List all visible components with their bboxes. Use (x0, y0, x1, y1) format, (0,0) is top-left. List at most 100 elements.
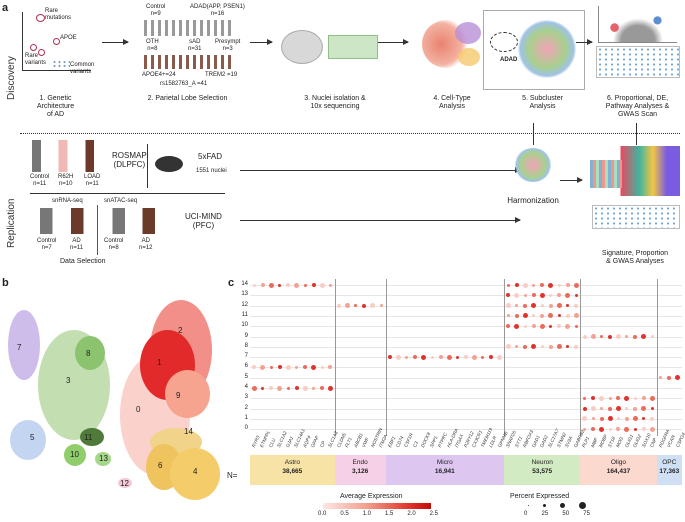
variant-icon (53, 38, 60, 45)
pct-tick: 0 (524, 511, 528, 517)
dotplot-dot (260, 364, 266, 370)
dotplot-dot (573, 282, 579, 288)
celltype-separator (334, 279, 336, 436)
dotplot-row-line (250, 388, 682, 389)
dotplot-dot (650, 335, 654, 338)
dotplot-dot (506, 324, 511, 329)
umap-cluster-label: 10 (70, 450, 79, 459)
cohort-control: Control n=9 (146, 4, 166, 17)
step3-caption: 3. Nuclei isolation & 10x sequencing (304, 95, 366, 110)
celltype-name: Oligo (610, 459, 627, 466)
dotplot-row-label: 8 (244, 342, 248, 349)
dotplot-dot (615, 334, 621, 339)
arrow (378, 39, 409, 45)
celltype-umap (455, 22, 481, 44)
dotplot-dot (523, 303, 528, 308)
celltype-separator (504, 279, 506, 436)
dotplot-dot (566, 304, 570, 308)
apoe-text: APOE (60, 35, 77, 41)
umap-cluster-label: 3 (66, 376, 71, 385)
dotplot-dot (540, 283, 545, 287)
step4-caption: 4. Cell-Type Analysis (433, 95, 471, 110)
umap-cluster-label: 14 (184, 427, 193, 436)
dotplot-dot (590, 406, 596, 412)
dotplot-dot (260, 283, 265, 287)
dotplot-dot (269, 386, 274, 390)
snrna-label: snRNA-seq (52, 198, 83, 204)
dotplot-dot (549, 293, 553, 297)
dotplot-dot (607, 416, 613, 422)
dotplot-dot (659, 376, 663, 380)
uci-control-1: Control n=7 (37, 238, 57, 251)
rosmap-load: LOAD n=11 (84, 174, 101, 187)
dotplot-dot (625, 407, 629, 411)
arrow (240, 217, 521, 223)
dotplot-row-label: 5 (244, 373, 248, 380)
dotplot-dot (362, 303, 367, 308)
dotplot-dot (583, 427, 587, 431)
dotplot-dot (608, 334, 612, 339)
dotplot-dot (311, 283, 316, 287)
dotplot-dot (549, 324, 553, 328)
dotplot-dot (277, 385, 283, 391)
dotplot-dot (667, 375, 672, 380)
rosmap-people (32, 140, 106, 172)
dotplot-dot (583, 396, 587, 400)
dotplot-row-line (250, 336, 682, 338)
dotplot-dot (557, 324, 562, 329)
dotplot-dot (608, 406, 612, 411)
dotplot-dot (328, 365, 333, 370)
dotplot-row-line (250, 408, 682, 410)
avg-tick: 2.5 (429, 511, 438, 517)
dotplot-dot (252, 365, 257, 370)
umap-cluster-4 (170, 448, 220, 500)
dotplot-row-label: 6 (244, 363, 248, 370)
dotplot-dot (269, 365, 273, 369)
dotplot-dot (295, 365, 299, 369)
dotplot-dot (633, 396, 637, 400)
dotplot-row-label: 14 (241, 281, 248, 287)
umap-cluster-label: 9 (176, 391, 181, 400)
celltype-count: 53,575 (532, 468, 553, 475)
arrow (560, 177, 583, 183)
dotplot-dot (532, 283, 536, 287)
dotplot-dot (582, 334, 587, 339)
dotplot-dot (456, 355, 460, 359)
gene-label: CNP (649, 437, 658, 449)
celltype-separator (385, 279, 387, 436)
dotplot-dot (531, 293, 536, 298)
dotplot-dot (464, 355, 468, 360)
dotplot-dot (540, 304, 544, 308)
adad-tag: ADAD (500, 57, 518, 63)
gene-label: MOG (615, 436, 625, 449)
dotplot-dot (532, 314, 536, 318)
dotplot-dot (590, 334, 596, 339)
arrow (102, 39, 129, 45)
cohort-apoe: APOE4+=24 (142, 72, 176, 78)
umap-cluster-11 (80, 428, 104, 446)
dotplot-dot (600, 335, 604, 338)
dotplot-dot (471, 354, 477, 360)
dotplot-dot (252, 283, 256, 287)
umap-cluster-label: 8 (86, 349, 91, 358)
umap-cluster-12 (118, 478, 132, 488)
gene-label: CLU (267, 437, 277, 449)
signature-caption: Signature, Proportion & GWAS Analyses (601, 250, 669, 265)
dotplot-dot (574, 303, 579, 308)
celltype-umap (458, 48, 480, 66)
harmonization-umap (514, 148, 552, 182)
dotplot-dot (599, 416, 604, 421)
dotplot-dot (285, 364, 291, 370)
umap-cluster-label: 1 (157, 358, 162, 367)
rare-variants-text: Rare variants (25, 53, 47, 66)
umap-cluster-label: 13 (99, 454, 108, 463)
dotplot-dot (624, 395, 630, 401)
umap-cluster-label: 2 (178, 326, 183, 335)
dotplot-dot (557, 314, 561, 318)
dotplot-dot (642, 417, 646, 421)
vertical-divider (147, 144, 148, 188)
rare-mutations-text: Rare mutations (45, 8, 72, 21)
pct-dot (579, 502, 586, 509)
dotplot-dot (379, 304, 383, 308)
dotplot-dot (540, 345, 544, 349)
